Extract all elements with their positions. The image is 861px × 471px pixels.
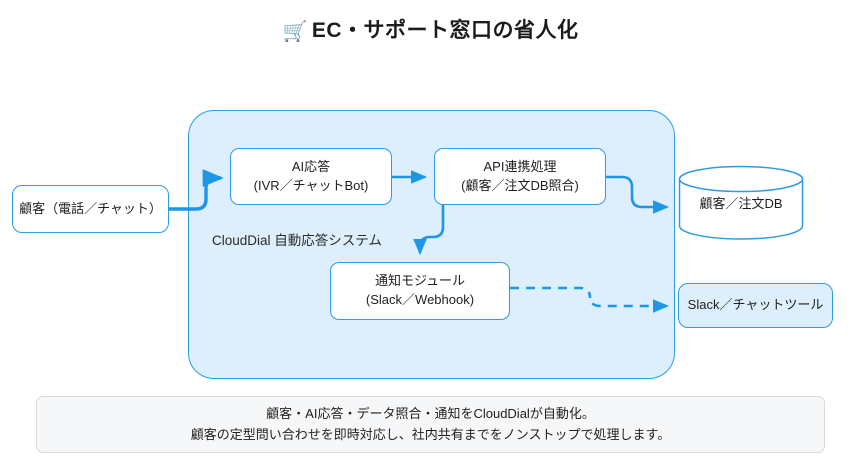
footer-note-line2: 顧客の定型問い合わせを即時対応し、社内共有までをノンストップで処理します。 [190,426,671,442]
system-boundary-label: CloudDial 自動応答システム [212,233,382,248]
footer-note-line1: 顧客・AI応答・データ照合・通知をCloudDialが自動化。 [266,405,595,421]
node-customer-label: 顧客（電話／チャット） [19,200,162,216]
page-title: 🛒EC・サポート窓口の省人化 [0,14,861,44]
footer-note: 顧客・AI応答・データ照合・通知をCloudDialが自動化。 顧客の定型問い合… [36,396,825,453]
node-api-process-sublabel: (顧客／注文DB照合) [461,177,579,193]
node-slack-chat-tool-label: Slack／チャットツール [687,297,824,313]
node-ai-response[interactable]: AI応答 (IVR／チャットBot) [230,148,392,205]
node-database-cylinder[interactable]: 顧客／注文DB [678,165,804,240]
node-database-label: 顧客／注文DB [699,196,783,211]
node-slack-chat-tool[interactable]: Slack／チャットツール [678,283,833,328]
node-api-process[interactable]: API連携処理 (顧客／注文DB照合) [434,148,606,205]
node-api-process-label: API連携処理 [483,158,557,174]
page-title-text: EC・サポート窓口の省人化 [311,19,579,42]
database-cylinder-icon [678,165,804,240]
node-notify-module-label: 通知モジュール [374,273,466,289]
node-ai-response-label: AI応答 [291,158,331,174]
node-notify-module[interactable]: 通知モジュール (Slack／Webhook) [330,262,510,320]
node-ai-response-sublabel: (IVR／チャットBot) [253,177,369,193]
shopping-cart-icon: 🛒 [282,21,308,43]
node-notify-module-sublabel: (Slack／Webhook) [365,292,475,307]
node-customer[interactable]: 顧客（電話／チャット） [12,185,169,233]
